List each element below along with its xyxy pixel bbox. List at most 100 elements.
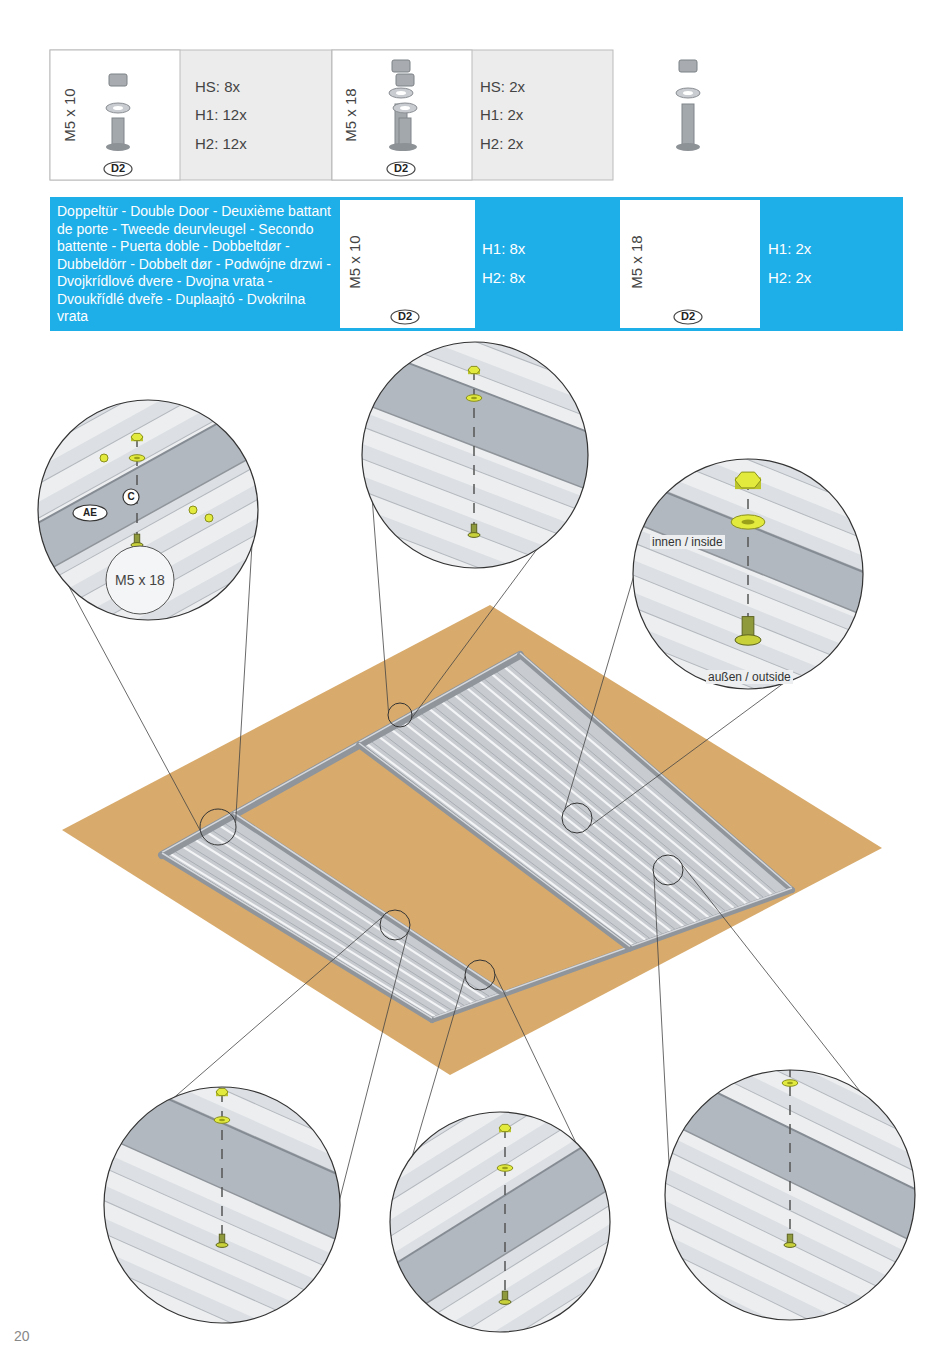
bolt-icon — [106, 74, 130, 151]
art-shape — [195, 840, 460, 1008]
art-shape — [473, 627, 905, 812]
nut — [216, 1088, 228, 1095]
art-shape — [216, 499, 638, 661]
art-shape — [227, 458, 654, 633]
bolt — [205, 514, 213, 522]
art-shape — [473, 640, 900, 812]
panel — [359, 655, 792, 949]
detail-circle — [362, 342, 588, 568]
art-shape — [303, 1088, 703, 1353]
art-shape — [507, 543, 939, 728]
node-text: M5 x 18 — [342, 88, 360, 141]
washer — [731, 515, 765, 529]
washer — [214, 1117, 230, 1124]
node-box: M5 x 18D2 — [332, 50, 472, 180]
art-shape — [396, 74, 414, 86]
art-shape — [473, 349, 950, 812]
art-shape — [497, 672, 763, 897]
art-shape — [455, 695, 721, 912]
art-shape — [0, 1164, 413, 1353]
art-shape — [504, 1128, 506, 1302]
badge-outline — [674, 310, 702, 324]
art-shape — [472, 686, 738, 907]
art-shape — [485, 599, 917, 784]
art-shape — [432, 888, 792, 1018]
tag-outline — [123, 489, 139, 505]
detail-view — [473, 349, 950, 812]
art-shape — [502, 1167, 508, 1169]
node-box: M5 x 10D2 — [340, 200, 475, 328]
bolt — [100, 454, 108, 462]
art-shape — [0, 1219, 389, 1353]
art-shape — [496, 584, 923, 756]
art-shape — [571, 1031, 950, 1293]
callout-label: außen / outside — [706, 670, 793, 684]
node-text: H1: 8x — [482, 240, 525, 258]
panel — [162, 815, 504, 1020]
art-shape — [0, 367, 320, 580]
art-shape — [109, 74, 127, 86]
art-shape — [0, 1177, 407, 1353]
art-shape — [0, 367, 342, 621]
node-text: M5 x 10 — [61, 88, 79, 141]
art-shape — [0, 272, 420, 760]
blue-band — [50, 197, 903, 331]
art-shape — [216, 1243, 228, 1248]
art-shape — [0, 468, 376, 681]
washer — [497, 1165, 513, 1172]
badge-outline — [104, 162, 132, 176]
bolt — [189, 506, 197, 514]
art-shape — [380, 737, 646, 940]
art-shape — [442, 702, 708, 917]
node-text: H2: 8x — [482, 269, 525, 287]
art-shape — [303, 1088, 676, 1321]
nut — [784, 1044, 796, 1051]
art-shape — [205, 514, 632, 689]
art-shape — [784, 1047, 796, 1052]
art-shape — [586, 349, 950, 534]
art-shape — [393, 103, 417, 113]
art-shape — [392, 60, 410, 72]
art-shape — [35, 547, 420, 760]
art-shape — [212, 830, 477, 1001]
art-shape — [485, 612, 912, 784]
node-box: M5 x 18D2 — [620, 200, 760, 328]
art-shape — [329, 1131, 702, 1353]
art-shape — [225, 823, 490, 996]
art-shape — [537, 483, 950, 655]
art-shape — [221, 1092, 223, 1245]
art-shape — [0, 1259, 371, 1353]
art-shape — [505, 667, 771, 894]
node-text: H2: 2x — [480, 135, 523, 153]
washer — [466, 395, 482, 402]
art-shape — [468, 533, 480, 538]
callout-marker — [388, 703, 412, 727]
washer — [782, 1080, 798, 1087]
art-shape — [399, 118, 411, 145]
art-shape — [676, 143, 700, 151]
node-text: HS: 8x — [195, 78, 240, 96]
nut — [735, 472, 761, 488]
node-text: HS: 2x — [480, 78, 525, 96]
art-shape — [134, 457, 140, 459]
detail-circle — [633, 459, 863, 689]
node-text: H2: 12x — [195, 135, 247, 153]
art-shape — [586, 362, 950, 534]
white-box — [620, 200, 760, 328]
heading-text: Doppeltür - Double Door - Deuxième batta… — [57, 203, 337, 326]
badge-outline — [387, 162, 415, 176]
art-shape — [389, 88, 413, 98]
art-shape — [113, 106, 123, 110]
art-shape — [216, 486, 643, 661]
badge-text: D2 — [681, 310, 695, 323]
art-shape — [200, 837, 465, 1005]
art-shape — [106, 103, 130, 113]
node-box: AE — [73, 505, 107, 521]
art-shape — [493, 1220, 949, 1353]
art-shape — [789, 1048, 791, 1245]
badge-text: D2 — [398, 310, 412, 323]
art-shape — [174, 851, 439, 1015]
node-box: M5 x 10D2 — [50, 50, 180, 180]
art-shape — [400, 106, 410, 110]
badge-text: AE — [83, 507, 97, 519]
